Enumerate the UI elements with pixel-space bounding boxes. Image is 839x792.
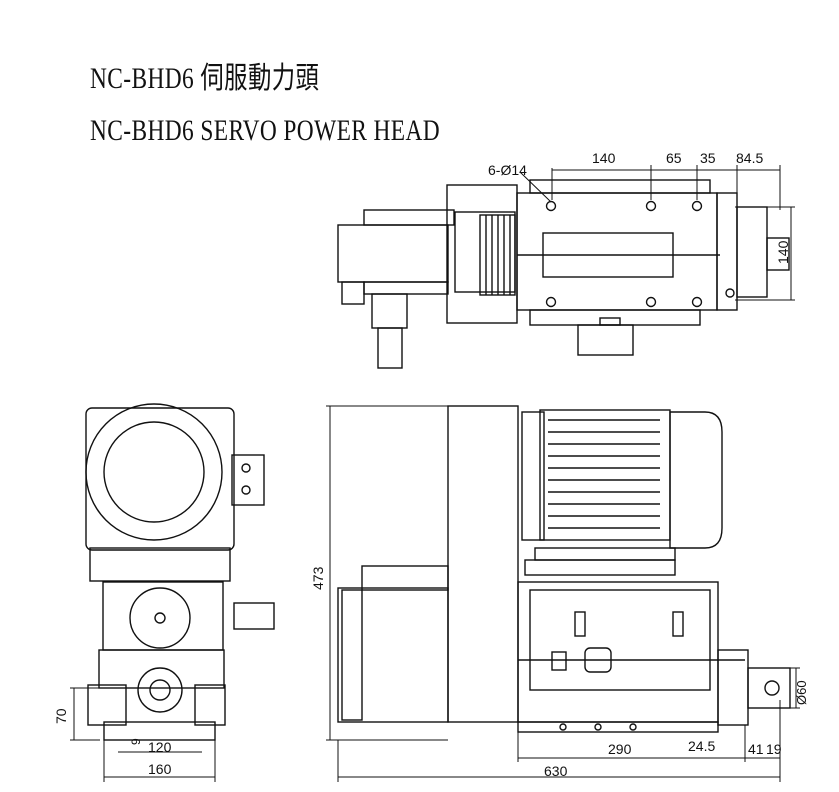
dim-290-label: 290 — [608, 741, 632, 757]
dim-65-label: 65 — [666, 150, 682, 166]
drawing-title-chinese: NC-BHD6 伺服動力頭 — [90, 62, 320, 95]
dim-473-label: 473 — [310, 566, 326, 590]
dim-160-label: 160 — [148, 761, 172, 777]
dim-120-label: 120 — [148, 739, 172, 755]
end-view: 70 9 120 160 — [53, 403, 275, 782]
dim-19-label: 19 — [766, 741, 782, 757]
dim-41-label: 41 — [748, 741, 764, 757]
dim-35-label: 35 — [700, 150, 716, 166]
drawing-title-english: NC-BHD6 SERVO POWER HEAD — [90, 114, 441, 147]
dim-9-label: 9 — [129, 738, 143, 745]
side-view: 473 290 24.5 41 19 630 Ø60 — [310, 405, 809, 782]
dim-24-5-label: 24.5 — [688, 738, 715, 754]
dim-140-label: 140 — [592, 150, 616, 166]
top-view: 6-Ø14 140 65 35 84.5 140 — [337, 150, 795, 369]
dim-holes-label: 6-Ø14 — [488, 162, 527, 178]
dim-630-label: 630 — [544, 763, 568, 779]
dim-70-label: 70 — [53, 708, 69, 724]
dim-84-5-label: 84.5 — [736, 150, 763, 166]
dim-60-label: Ø60 — [794, 680, 809, 705]
dim-140v-label: 140 — [775, 240, 791, 264]
